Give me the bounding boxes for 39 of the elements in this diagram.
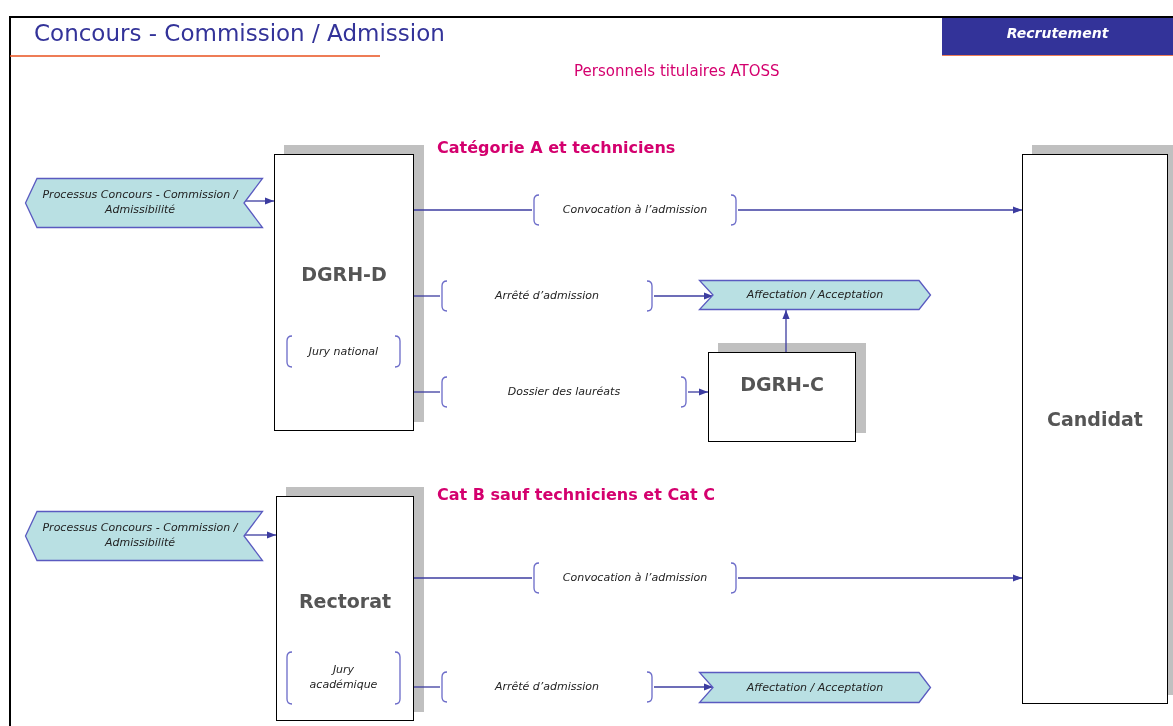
bracketed-label [440, 280, 654, 312]
bracketed-label [532, 194, 738, 226]
process-box [274, 154, 414, 431]
process-tag [699, 280, 931, 310]
subtitle: Personnels titulaires ATOSS [574, 62, 780, 80]
box-title: DGRH-C [739, 373, 825, 395]
bracketed-label [285, 335, 402, 368]
node-label: Dossier des lauréats [506, 384, 622, 400]
node-label: Convocation à l’admission [561, 202, 709, 218]
node-label: Jury national [306, 344, 380, 359]
box-title: Rectorat [297, 590, 393, 612]
process-tag [25, 178, 263, 228]
node-label: Convocation à l’admission [561, 570, 709, 586]
process-tag [25, 511, 263, 561]
node-label: Affectation / Acceptation [745, 287, 885, 303]
node-label: Processus Concours - Commission / Admissibilité [41, 188, 240, 218]
process-box [708, 352, 856, 442]
connector-arrow [782, 309, 790, 353]
node-label: Arrêté d’admission [493, 679, 601, 695]
bracketed-label [440, 376, 688, 408]
connector-arrow [687, 388, 709, 396]
bracketed-label [285, 651, 402, 705]
process-box [1022, 154, 1168, 704]
section-heading: Cat B sauf techniciens et Cat C [437, 485, 715, 504]
page-title: Concours - Commission / Admission [34, 20, 445, 46]
bracketed-label [532, 562, 738, 594]
node-label: Affectation / Acceptation [745, 680, 885, 695]
connector-arrow [737, 574, 1023, 582]
box-title: DGRH-D [300, 263, 388, 285]
header-tab: Recrutement [942, 18, 1173, 55]
process-tag [699, 672, 931, 703]
process-box [276, 496, 414, 721]
section-heading: Catégorie A et techniciens [437, 138, 676, 157]
box-title: Candidat [1046, 408, 1144, 430]
connector-arrow [737, 206, 1023, 214]
bracketed-label [440, 671, 654, 703]
node-label: Jury académique [308, 663, 379, 693]
node-label: Arrêté d’admission [493, 288, 601, 304]
node-label: Processus Concours - Commission / Admissibilité [41, 521, 240, 551]
